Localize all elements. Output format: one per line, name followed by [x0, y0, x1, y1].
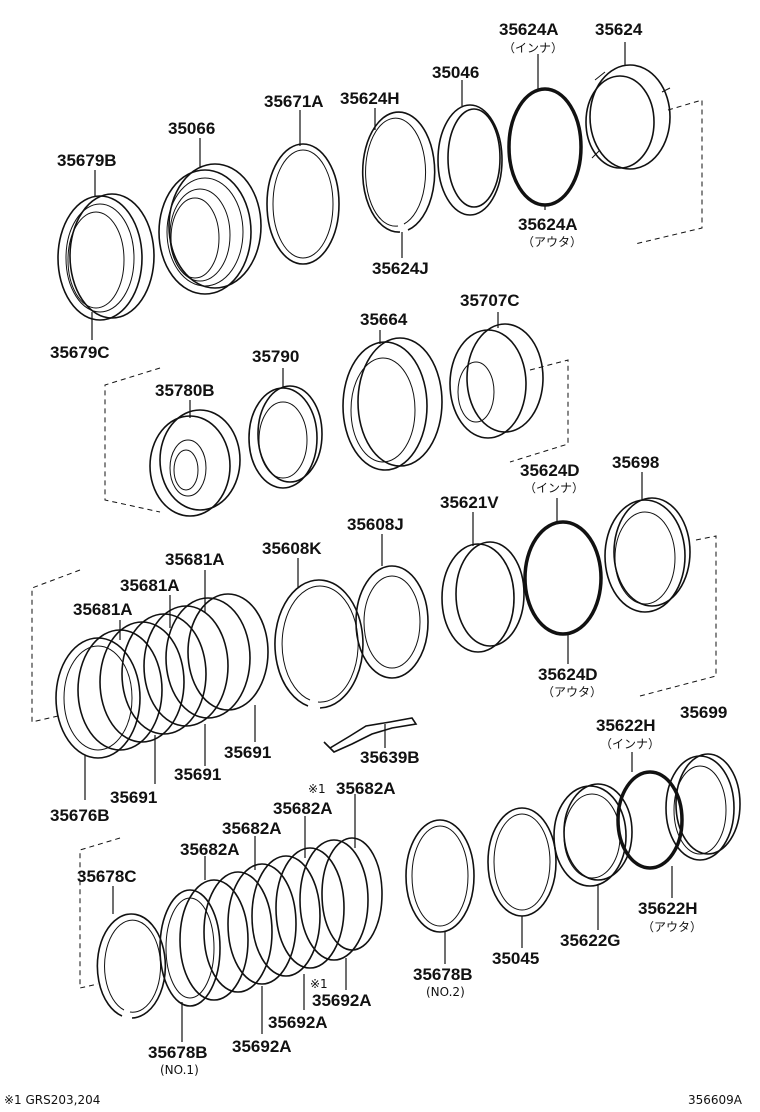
part-35678C-snap-ring [96, 913, 167, 1019]
label-35624D-inner: 35624D [520, 461, 580, 480]
part-35622G-piston [553, 783, 633, 887]
part-35624H-split-ring [361, 111, 436, 233]
label-35681A-1: 35681A [165, 550, 225, 569]
label-35678B-no1-note: (NO.1) [160, 1063, 199, 1077]
part-35045-plate [487, 807, 557, 917]
part-35671A-ring [266, 143, 340, 265]
part-35621V-hub [441, 541, 525, 653]
label-35624D-outer-note: （アウタ） [542, 685, 602, 699]
label-35679C: 35679C [50, 343, 110, 362]
label-35678B-no2: 35678B [413, 965, 473, 984]
label-35691-3: 35691 [110, 788, 157, 807]
label-35707C: 35707C [460, 291, 520, 310]
label-35682A-3: 35682A [222, 819, 282, 838]
part-35066-clutch-drum [158, 163, 262, 295]
label-35639B: 35639B [360, 748, 420, 767]
label-35678C: 35678C [77, 867, 137, 886]
part-35608J-plate [355, 565, 429, 679]
label-35679B: 35679B [57, 151, 117, 170]
part-35608K-snap-ring [274, 579, 364, 709]
part-35046-plate [437, 104, 503, 216]
label-35622H-inner-note: （インナ） [600, 737, 660, 751]
part-35624D-o-ring [523, 520, 603, 636]
label-mark1-b: ※1 [310, 977, 328, 991]
label-35682A-2: 35682A [273, 799, 333, 818]
label-35780B: 35780B [155, 381, 215, 400]
label-35622H-outer-note: （アウタ） [642, 920, 702, 934]
label-35622G: 35622G [560, 931, 621, 950]
part-35678B-no2-plate [405, 819, 475, 933]
label-35691-1: 35691 [224, 743, 271, 762]
label-35045: 35045 [492, 949, 539, 968]
label-35790: 35790 [252, 347, 299, 366]
part-35707C-drum [449, 323, 544, 439]
label-35621V: 35621V [440, 493, 499, 512]
part-35664-carrier [342, 337, 443, 471]
label-35608K: 35608K [262, 539, 322, 558]
part-35622H-o-ring [616, 770, 684, 870]
label-35624A-inner-note: （インナ） [503, 41, 563, 55]
label-35698: 35698 [612, 453, 659, 472]
footnote: ※1 GRS203,204 [4, 1093, 100, 1107]
diagram-code: 356609A [688, 1093, 743, 1107]
label-35681A-3: 35681A [73, 600, 133, 619]
label-35692A-1: 35692A [312, 991, 372, 1010]
label-35678B-no1: 35678B [148, 1043, 208, 1062]
part-35676B-clutch-pack [55, 593, 269, 759]
label-35624D-outer: 35624D [538, 665, 598, 684]
label-35624H: 35624H [340, 89, 400, 108]
part-35678B-clutch-pack [159, 837, 383, 1007]
label-35678B-no2-note: (NO.2) [426, 985, 465, 999]
label-35676B: 35676B [50, 806, 110, 825]
label-35624J: 35624J [372, 259, 429, 278]
part-35624-hub [585, 64, 671, 170]
label-35624A-outer: 35624A [518, 215, 578, 234]
label-35681A-2: 35681A [120, 576, 180, 595]
label-35691-2: 35691 [174, 765, 221, 784]
part-35699-ring [665, 753, 741, 861]
label-35624: 35624 [595, 20, 643, 39]
part-35790-ring [248, 385, 323, 489]
label-35664: 35664 [360, 310, 408, 329]
label-35671A: 35671A [264, 92, 324, 111]
label-35692A-3: 35692A [232, 1037, 292, 1056]
label-35624A-outer-note: （アウタ） [522, 235, 582, 249]
label-35624D-inner-note: （インナ） [524, 481, 584, 495]
label-35622H-outer: 35622H [638, 899, 698, 918]
label-35066: 35066 [168, 119, 215, 138]
label-35046: 35046 [432, 63, 479, 82]
part-35624A-o-ring [507, 87, 583, 207]
label-35624A-inner: 35624A [499, 20, 559, 39]
label-35682A-4: 35682A [180, 840, 240, 859]
label-mark1-a: ※1 [308, 782, 326, 796]
part-35780B-piston [149, 409, 241, 517]
label-35682A-1: 35682A [336, 779, 396, 798]
label-35692A-2: 35692A [268, 1013, 328, 1032]
part-35639B-spring [323, 717, 418, 753]
label-35622H-inner: 35622H [596, 716, 656, 735]
part-35698-piston [604, 497, 691, 613]
part-35679B-ring [57, 193, 155, 321]
label-35699: 35699 [680, 703, 727, 722]
label-35608J: 35608J [347, 515, 404, 534]
